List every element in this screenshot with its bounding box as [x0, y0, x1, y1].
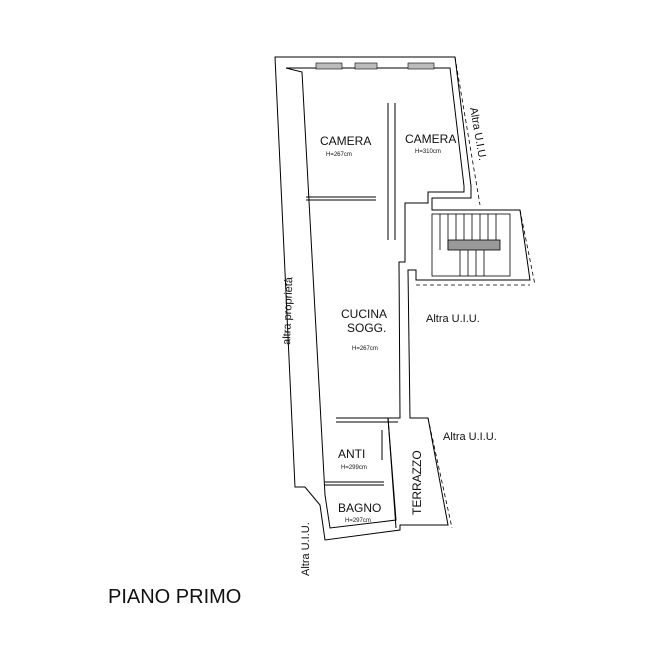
soggiorno-label: SOGG.	[347, 321, 386, 335]
staircase	[431, 213, 511, 277]
boundary-left-long: altra proprietà	[281, 276, 295, 345]
boundary-right-lower: Altra U.I.U.	[443, 431, 497, 443]
dashed-boundaries	[416, 56, 536, 529]
window-marks	[315, 62, 435, 70]
boundary-right-middle: Altra U.I.U.	[426, 313, 480, 325]
cucina-label: CUCINA	[341, 307, 387, 321]
anti-height: H=299cm	[341, 465, 367, 471]
bagno-height: H=297cm	[345, 518, 371, 524]
cucina-height: H=267cm	[352, 346, 378, 352]
interior-walls	[306, 103, 398, 529]
boundary-right-top: Altra U.I.U.	[467, 106, 488, 161]
plan-title: PIANO PRIMO	[108, 586, 241, 608]
camera-left-label: CAMERA	[320, 134, 371, 148]
outer-walls	[274, 56, 531, 541]
terrazzo-label: TERRAZZO	[410, 450, 424, 515]
bagno-label: BAGNO	[338, 501, 381, 515]
camera-left-height: H=267cm	[326, 152, 352, 158]
camera-right-height: H=310cm	[415, 149, 441, 155]
boundary-left-bottom: Altra U.I.U.	[300, 522, 312, 576]
camera-right-label: CAMERA	[405, 132, 456, 146]
anti-label: ANTI	[338, 447, 365, 461]
